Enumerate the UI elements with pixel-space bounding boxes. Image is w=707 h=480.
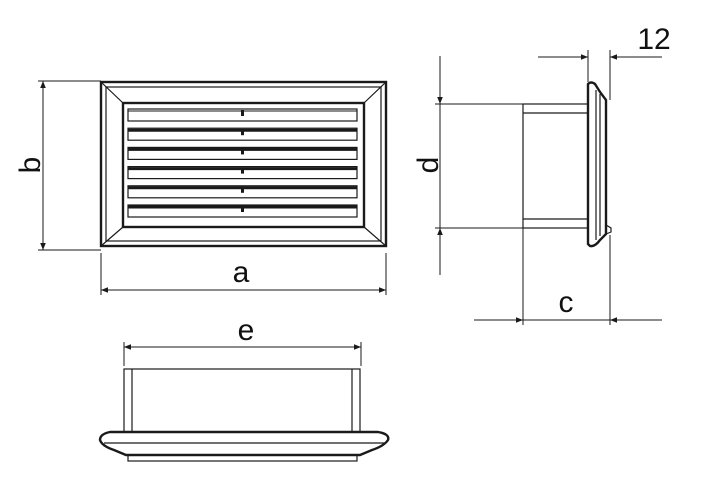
louvers: [127, 108, 358, 218]
louver-clip: [241, 129, 244, 136]
bottom-view: [98, 368, 390, 462]
louver-clip: [241, 148, 244, 155]
dimension-e: e: [123, 314, 362, 366]
louver-slat: [127, 185, 358, 199]
label-12: 12: [637, 23, 670, 56]
side-view: [522, 81, 612, 248]
louver-slat: [127, 108, 358, 122]
louver-slat: [127, 166, 358, 180]
label-a: a: [233, 256, 250, 289]
front-view: [99, 80, 388, 248]
louver-clip: [241, 110, 244, 116]
louver-clip: [241, 206, 244, 212]
dimension-b: b: [14, 80, 101, 251]
label-d: d: [412, 157, 445, 174]
louver-clip: [241, 167, 244, 174]
dimension-flange-thickness: 12: [538, 23, 671, 100]
louver-slat: [127, 127, 358, 141]
dimension-c: c: [474, 228, 662, 325]
louver-clip: [241, 186, 244, 193]
louver-slat: [127, 204, 358, 218]
dimension-a: a: [100, 253, 387, 295]
louver-slat: [127, 146, 358, 160]
label-c: c: [559, 286, 574, 319]
label-e: e: [238, 314, 255, 347]
label-b: b: [14, 157, 47, 174]
dimension-d: d: [412, 56, 523, 275]
